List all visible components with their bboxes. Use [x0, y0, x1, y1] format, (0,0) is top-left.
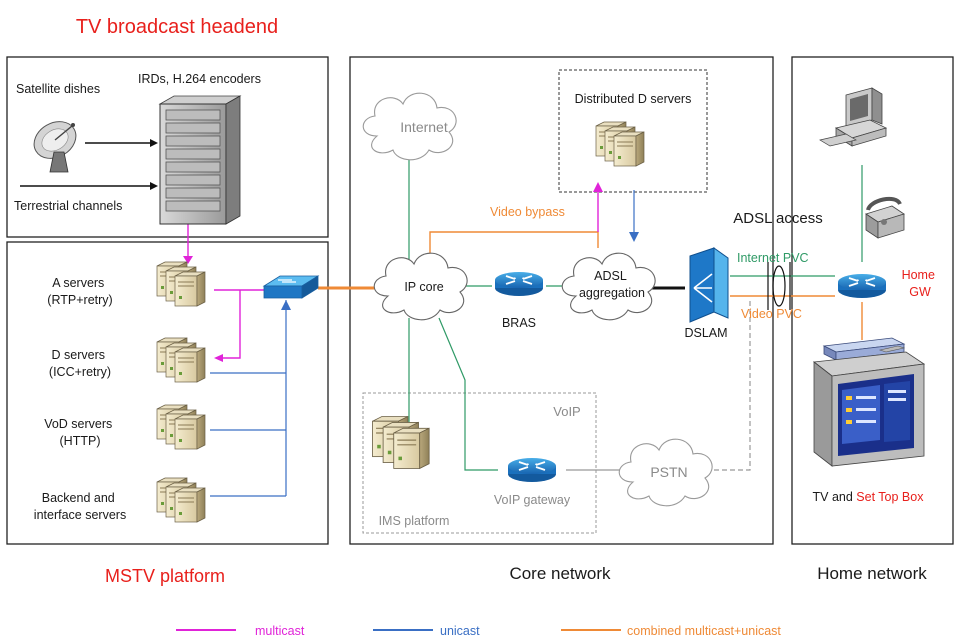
- unicast-links: [210, 190, 635, 497]
- satellite-dish-icon: [33, 121, 77, 173]
- mstv-title: MSTV platform: [105, 566, 225, 586]
- dslam-icon: [689, 247, 729, 323]
- tv-stb-label: TV and Set Top Box: [813, 490, 925, 504]
- backend-label: Backend and interface servers: [34, 491, 126, 522]
- voip-label: VoIP: [553, 404, 580, 419]
- core-title: Core network: [509, 564, 611, 583]
- voip-box: [362, 392, 597, 534]
- home-gateway-router-icon: [837, 273, 887, 299]
- internet-pvc-label: Internet PVC: [737, 251, 809, 265]
- voip-gateway-router-icon: [507, 457, 557, 483]
- vod-servers-label: VoD servers (HTTP): [44, 417, 116, 448]
- distributed-label: Distributed D servers: [575, 92, 692, 106]
- d-servers-icon: [157, 338, 205, 382]
- adsl-access-label: ADSL access: [733, 210, 822, 227]
- set-top-box-icon: [822, 337, 906, 361]
- satellite-label: Satellite dishes: [16, 82, 100, 96]
- voip-gateway-label: VoIP gateway: [494, 493, 571, 507]
- bras-label: BRAS: [502, 316, 536, 330]
- core-box: [349, 56, 774, 545]
- ims-label: IMS platform: [379, 514, 450, 528]
- a-servers-icon: [157, 262, 205, 306]
- terrestrial-label: Terrestrial channels: [14, 199, 122, 213]
- ims-servers-icon: [373, 417, 430, 469]
- vod-servers-icon: [157, 405, 205, 449]
- combined-links: [318, 231, 863, 340]
- backend-servers-icon: [157, 478, 205, 522]
- tv-icon: [812, 351, 926, 467]
- headend-arrows: [20, 142, 150, 187]
- multicast-links: [187, 190, 599, 359]
- encoders-label: IRDs, H.264 encoders: [138, 72, 261, 86]
- pvc-bundle-marker: [767, 262, 791, 310]
- internet-label: Internet: [400, 119, 448, 135]
- unicast-arrowheads: [281, 232, 639, 310]
- bras-router-icon: [494, 271, 544, 297]
- headend-box: [6, 56, 329, 238]
- phone-icon: [865, 196, 905, 239]
- distributed-servers-icon: [596, 122, 644, 166]
- home-title: Home network: [817, 564, 927, 583]
- home-box: [791, 56, 954, 545]
- pstn-label: PSTN: [650, 464, 687, 480]
- computer-icon: [819, 87, 888, 147]
- legend: multicast unicast combined multicast+uni…: [176, 624, 781, 638]
- legend-multicast-label: multicast: [255, 624, 305, 638]
- video-pvc-label: Video PVC: [741, 307, 802, 321]
- home-gw-label: Home GW: [902, 268, 939, 299]
- ip-core-label: IP core: [404, 280, 443, 294]
- legend-combined-label: combined multicast+unicast: [627, 624, 781, 638]
- encoder-rack-icon: [158, 95, 242, 225]
- legend-unicast-label: unicast: [440, 624, 480, 638]
- pstn-dashed-link: [706, 300, 751, 471]
- headend-title: TV broadcast headend: [76, 16, 278, 38]
- d-servers-label: D servers (ICC+retry): [49, 348, 111, 379]
- lan-switch-icon: [262, 275, 320, 299]
- video-bypass-label: Video bypass: [490, 205, 565, 219]
- a-servers-label: A servers (RTP+retry): [47, 276, 112, 307]
- mstv-box: [6, 241, 329, 545]
- dslam-label: DSLAM: [684, 326, 727, 340]
- adsl-aggregation-label: ADSL aggregation: [579, 269, 645, 300]
